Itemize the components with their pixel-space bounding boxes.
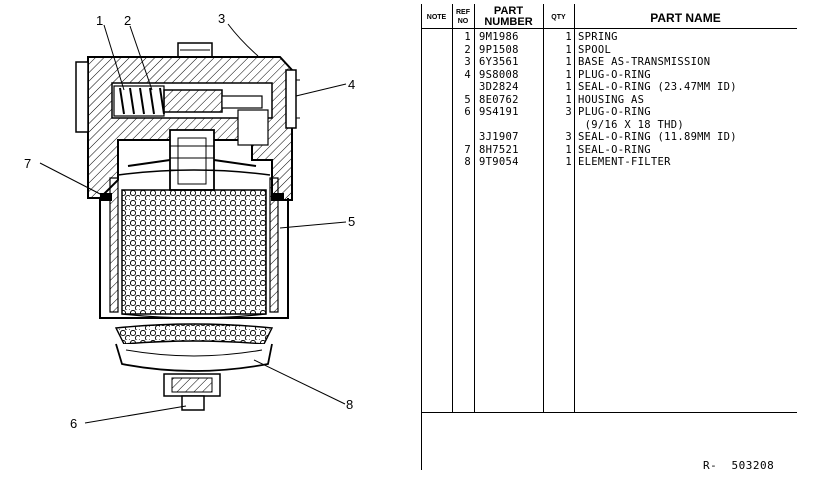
part-number: 3D2824 [479,81,519,93]
leader-lines [39,23,347,424]
callout-7: 7 [24,156,31,171]
part-number: 9T9054 [479,156,519,168]
seal-o-ring-left [100,193,284,201]
part-name: BASE AS-TRANSMISSION [578,56,711,68]
part-name: PLUG-O-RING [578,106,651,118]
callout-6: 6 [70,416,77,431]
header-ref-top: REF [456,9,470,16]
table-bottom-rule [421,412,797,413]
table-row: 2 9P1508 1 SPOOL [421,44,797,56]
header-ref-bottom: NO [457,18,469,25]
callout-1: 1 [96,13,103,28]
part-name: SEAL-O-RING (11.89MM ID) [578,131,737,143]
qty: 3 [565,106,572,118]
parts-table: NOTE REF NO PART NUMBER QTY PART NAME 1 … [421,4,797,470]
ref-no: 2 [464,43,471,56]
part-name: SEAL-O-RING (23.47MM ID) [578,81,737,93]
ref-no: 3 [464,56,471,68]
spring [113,85,165,117]
callout-8: 8 [346,397,353,412]
housing [99,169,289,319]
header-note: NOTE [426,14,447,21]
part-number: 9M1986 [479,31,519,43]
part-name: ELEMENT-FILTER [578,156,671,168]
qty: 1 [565,143,572,156]
table-row: 3D2824 1 SEAL-O-RING (23.47MM ID) [421,81,797,93]
ref-no: 1 [464,31,471,43]
header-part-name: PART NAME [650,11,721,25]
col-divider-note [452,4,453,412]
part-name: PLUG-O-RING [578,68,651,81]
plug-o-ring [285,69,300,129]
callout-2: 2 [124,13,131,28]
callout-4: 4 [348,77,355,92]
header-part-bottom: NUMBER [484,16,533,28]
part-number: 6Y3561 [479,56,519,68]
part-name: SPOOL [578,43,612,56]
table-row: (9/16 X 18 THD) [421,119,797,131]
reference-code: R- 503208 [703,459,775,472]
header-part-top: PART [493,5,524,17]
part-number: 3J1907 [479,131,519,143]
top-cap [177,42,213,58]
qty: 1 [565,31,572,43]
filter-element [121,189,267,319]
table-row: 1 9M1986 1 SPRING [421,31,797,43]
col-divider-qty [574,4,575,412]
qty: 1 [565,81,572,93]
spool [163,89,263,113]
table-row: 5 8E0762 1 HOUSING AS [421,94,797,106]
part-number: 8H7521 [479,143,519,156]
col-divider-part [543,4,544,412]
qty: 3 [565,131,572,143]
ref-no: 7 [464,143,471,156]
table-row: 3 6Y3561 1 BASE AS-TRANSMISSION [421,56,797,68]
exploded-view-drawing: 1 2 3 4 5 6 7 8 [24,11,355,431]
qty: 1 [565,93,572,106]
table-row: 6 9S4191 3 PLUG-O-RING [421,106,797,118]
qty: 1 [565,56,572,68]
part-number: 9S4191 [479,106,519,118]
ref-no: 6 [464,106,471,118]
table-row: 8 9T9054 1 ELEMENT-FILTER [421,156,797,168]
header-qty: QTY [551,14,566,21]
part-number: 9S8008 [479,68,519,81]
callout-5: 5 [348,214,355,229]
part-name: HOUSING AS [578,93,645,106]
qty: 1 [565,156,572,168]
part-name: SEAL-O-RING [578,143,651,156]
part-number: 8E0762 [479,93,519,106]
drain-plug [163,373,221,411]
table-row: 3J1907 3 SEAL-O-RING (11.89MM ID) [421,131,797,143]
header-rule [421,28,797,29]
callout-3: 3 [218,11,225,26]
part-name: SPRING [578,31,618,43]
table-row: 7 8H7521 1 SEAL-O-RING [421,144,797,156]
qty: 1 [565,43,572,56]
col-divider-ref [474,4,475,412]
table-border-left [421,4,422,470]
ref-no: 5 [464,93,471,106]
ref-no: 4 [464,68,471,81]
table-row: 4 9S8008 1 PLUG-O-RING [421,69,797,81]
bottom-cup [114,323,274,372]
ref-no: 8 [464,156,471,168]
qty: 1 [565,68,572,81]
part-name: (9/16 X 18 THD) [578,118,684,131]
part-number: 9P1508 [479,43,519,56]
